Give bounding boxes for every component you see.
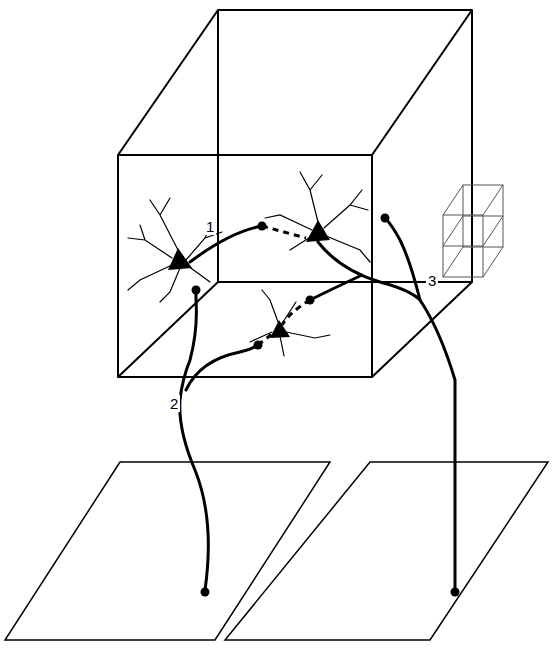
input-planes: [5, 462, 548, 640]
axons: [180, 218, 455, 590]
cube-outline: [118, 10, 472, 377]
callout-number: 2: [168, 395, 180, 412]
dashed-connections: [258, 226, 310, 345]
dendrites: [128, 172, 370, 356]
neuron-bodies: [168, 220, 330, 338]
synapse-dots: [192, 214, 460, 597]
callout-number: 3: [426, 272, 438, 289]
callout-number: 1: [204, 218, 216, 235]
small-cube: [443, 185, 503, 277]
